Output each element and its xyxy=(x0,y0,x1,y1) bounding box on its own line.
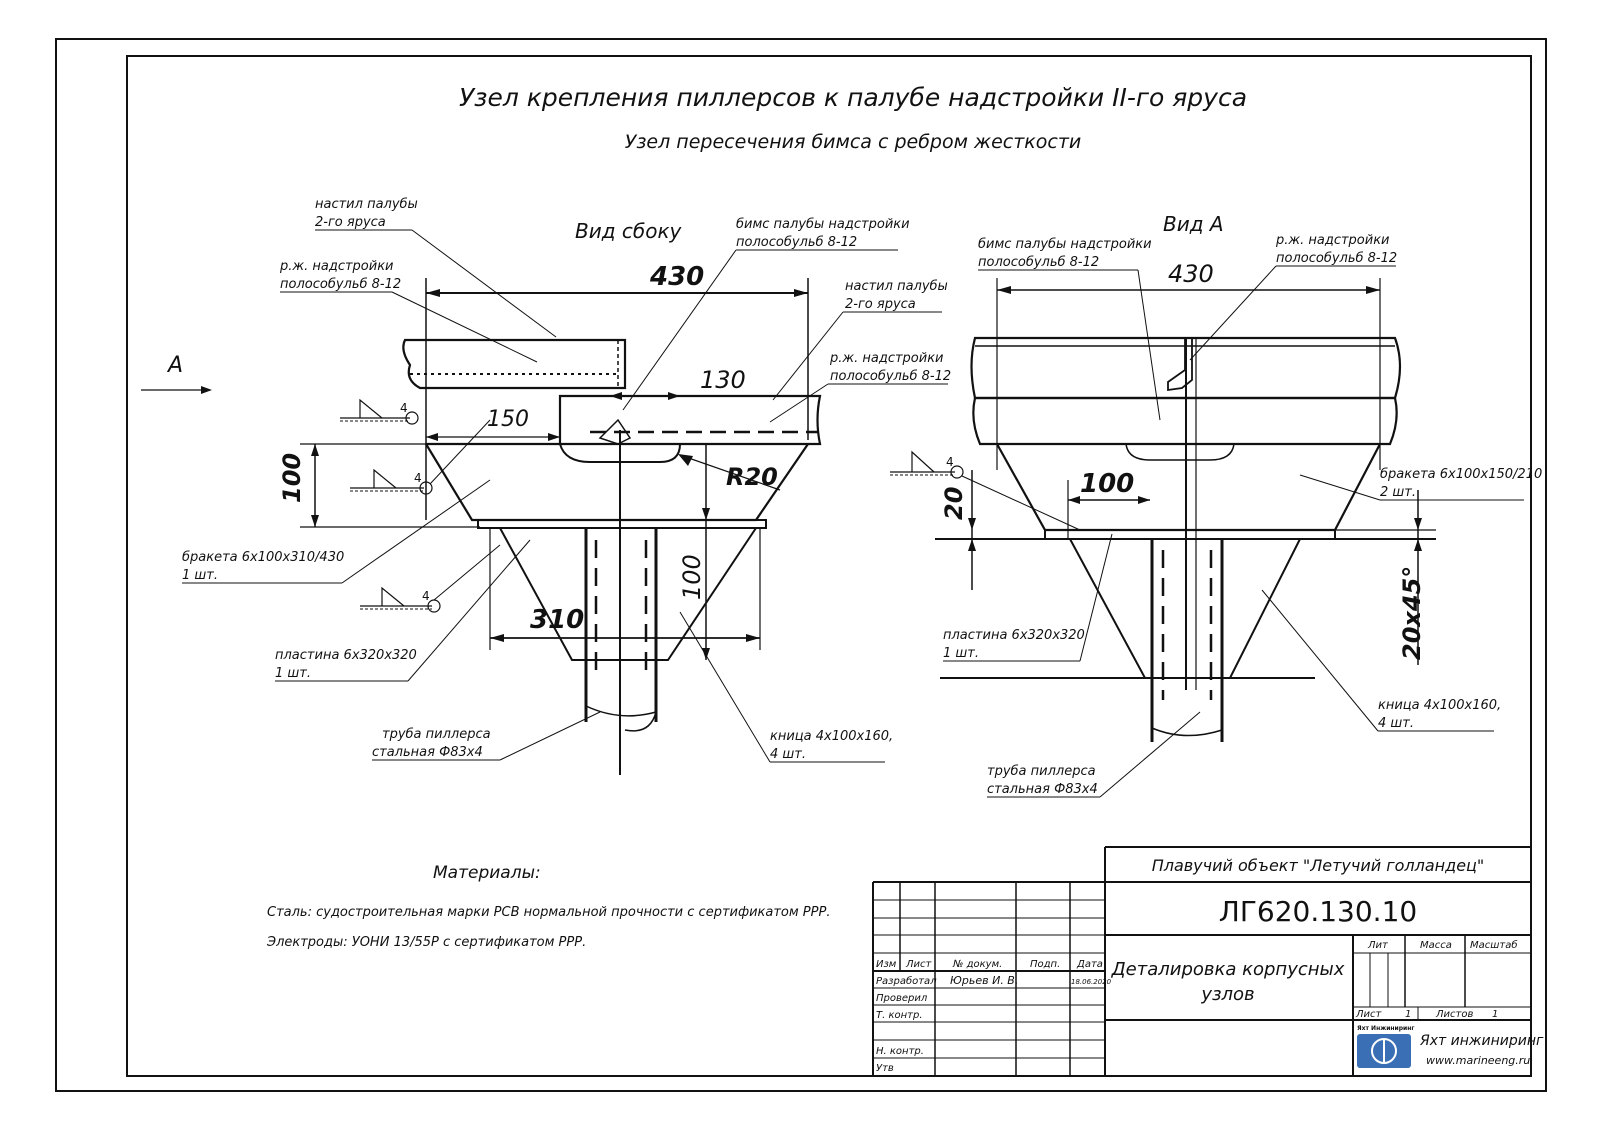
view-a: Вид А 430 1 xyxy=(890,212,1542,798)
object-name: Плавучий объект "Летучий голландец" xyxy=(1152,856,1485,875)
svg-text:1: 1 xyxy=(1492,1009,1498,1020)
svg-text:полособульб 8-12: полособульб 8-12 xyxy=(736,235,857,250)
view-a-callout-knee: кница 4х100х160, xyxy=(1378,698,1501,713)
svg-text:№ докум.: № докум. xyxy=(952,959,1002,970)
weld-mark-3: 4 xyxy=(360,544,501,613)
dim-130: 130 xyxy=(700,366,746,394)
svg-text:стальная Ф83х4: стальная Ф83х4 xyxy=(987,782,1098,797)
dim-100-vert: 100 xyxy=(678,554,706,600)
materials-note: Материалы: Сталь: судостроительная марки… xyxy=(266,863,830,950)
svg-text:Утв: Утв xyxy=(876,1063,894,1074)
svg-text:Масштаб: Масштаб xyxy=(1470,939,1518,951)
svg-text:стальная Ф83х4: стальная Ф83х4 xyxy=(372,745,483,760)
callout-deck-plating: настил палубы xyxy=(315,197,418,212)
svg-text:Т. контр.: Т. контр. xyxy=(876,1010,923,1021)
stiffener-profile xyxy=(402,338,627,390)
callout-stiffener: р.ж. надстройки xyxy=(279,259,394,274)
svg-text:4: 4 xyxy=(414,471,422,485)
base-plate xyxy=(477,519,767,529)
svg-text:Масса: Масса xyxy=(1420,940,1452,951)
svg-text:Проверил: Проверил xyxy=(876,993,928,1004)
drawing-title: Узел крепления пиллерсов к палубе надстр… xyxy=(459,83,1247,112)
view-a-callout-pipe: труба пиллерса xyxy=(987,764,1096,779)
drawing-subtitle: Узел пересечения бимса с ребром жесткост… xyxy=(625,131,1082,153)
svg-text:4 шт.: 4 шт. xyxy=(770,747,806,762)
dim-100-left: 100 xyxy=(278,453,306,503)
logo-lettering: Яхт Инжиниринг xyxy=(1357,1025,1415,1032)
svg-text:2-го яруса: 2-го яруса xyxy=(845,297,916,312)
view-a-dim-430: 430 xyxy=(1168,260,1214,288)
view-a-dim-chamfer: 20х45° xyxy=(1398,566,1426,660)
view-arrow-label: А xyxy=(166,353,183,378)
svg-text:2 шт.: 2 шт. xyxy=(1380,485,1416,500)
side-view: Вид сбоку А 430 130 150 xyxy=(141,197,951,775)
callout-bracket: бракета 6х100х310/430 xyxy=(182,550,344,565)
svg-text:Подп.: Подп. xyxy=(1030,959,1060,970)
svg-text:Н. контр.: Н. контр. xyxy=(876,1046,924,1057)
company-name: Яхт инжиниринг xyxy=(1419,1033,1544,1049)
svg-text:1: 1 xyxy=(1405,1009,1411,1020)
view-a-dim-20: 20 xyxy=(940,487,968,520)
company-website: www.marineeng.ru xyxy=(1426,1054,1530,1067)
svg-text:1 шт.: 1 шт. xyxy=(182,568,218,583)
svg-text:Изм: Изм xyxy=(876,959,897,970)
svg-text:4: 4 xyxy=(946,455,954,469)
weld-mark-2: 4 xyxy=(350,419,491,495)
callout-stiffener-right: р.ж. надстройки xyxy=(829,351,944,366)
materials-heading: Материалы: xyxy=(433,863,541,883)
svg-text:полособульб 8-12: полособульб 8-12 xyxy=(1276,251,1397,266)
svg-text:полособульб 8-12: полособульб 8-12 xyxy=(830,369,951,384)
weld-mark-view-a: 4 xyxy=(890,450,1081,531)
view-a-callout-stiffener: р.ж. надстройки xyxy=(1275,233,1390,248)
svg-text:1 шт.: 1 шт. xyxy=(943,646,979,661)
callout-beam: бимс палубы надстройки xyxy=(736,217,910,232)
callout-plate: пластина 6х320х320 xyxy=(275,648,417,663)
svg-text:Лит: Лит xyxy=(1367,940,1389,951)
developer-date: 18.06.2020 xyxy=(1071,978,1112,986)
title-block: Изм Лист № докум. Подп. Дата Разработал … xyxy=(872,846,1544,1076)
materials-steel: Сталь: судостроительная марки РСВ нормал… xyxy=(267,905,830,920)
svg-text:полособульб 8-12: полособульб 8-12 xyxy=(978,255,1099,270)
view-a-callout-plate: пластина 6х320х320 xyxy=(943,628,1085,643)
drawing-name-line2: узлов xyxy=(1200,984,1254,1005)
svg-text:Лист: Лист xyxy=(905,959,933,970)
view-a-callout-beam: бимс палубы надстройки xyxy=(978,237,1152,252)
drawing-name-line1: Деталировка корпусных xyxy=(1111,959,1345,980)
svg-text:1 шт.: 1 шт. xyxy=(275,666,311,681)
dim-310: 310 xyxy=(530,605,584,635)
svg-text:4: 4 xyxy=(400,401,408,415)
svg-text:Листов: Листов xyxy=(1435,1009,1473,1020)
weld-mark-1: 4 xyxy=(340,398,419,425)
developer-name: Юрьев И. В. xyxy=(950,974,1018,987)
company-logo: Яхт Инжиниринг xyxy=(1357,1025,1415,1068)
svg-text:2-го яруса: 2-го яруса xyxy=(315,215,386,230)
dim-430: 430 xyxy=(649,262,704,292)
drawing-code: ЛГ620.130.10 xyxy=(1219,895,1417,928)
callout-knee: кница 4х100х160, xyxy=(770,729,893,744)
svg-text:Лист: Лист xyxy=(1355,1009,1383,1020)
callout-deck-plating-right: настил палубы xyxy=(845,279,948,294)
svg-text:4 шт.: 4 шт. xyxy=(1378,716,1414,731)
svg-text:Разработал: Разработал xyxy=(876,975,937,987)
materials-electrodes: Электроды: УОНИ 13/55Р с сертификатом РР… xyxy=(266,935,586,950)
inner-frame xyxy=(126,55,1532,1077)
svg-text:Дата: Дата xyxy=(1076,959,1103,970)
svg-text:полособульб 8-12: полособульб 8-12 xyxy=(280,277,401,292)
view-a-label: Вид А xyxy=(1163,212,1224,236)
svg-text:4: 4 xyxy=(422,589,430,603)
view-a-dim-100: 100 xyxy=(1080,469,1134,499)
outer-frame xyxy=(55,38,1547,1092)
dim-150: 150 xyxy=(487,407,529,432)
view-a-callout-bracket: бракета 6х100х150/210 xyxy=(1380,467,1542,482)
callout-pipe: труба пиллерса xyxy=(382,727,491,742)
side-view-label: Вид сбоку xyxy=(575,219,683,243)
